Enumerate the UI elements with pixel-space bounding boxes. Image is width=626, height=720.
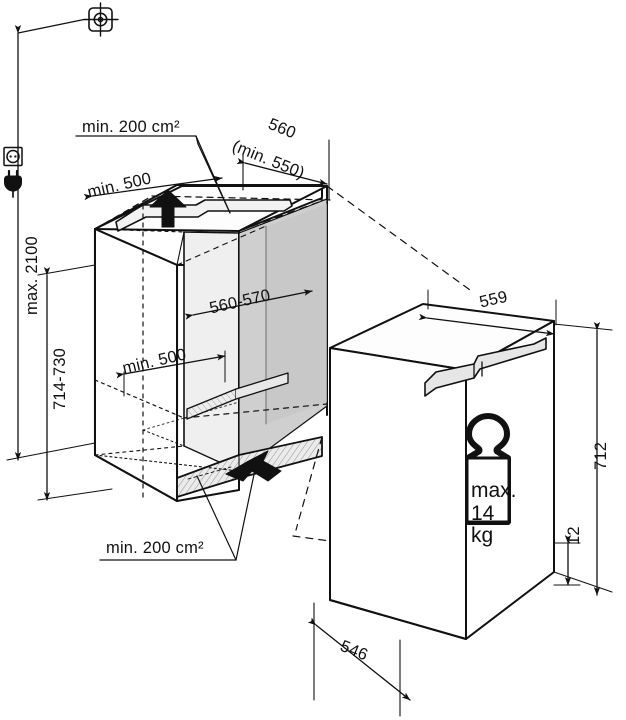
airflow-arrow-icon-bottom <box>225 450 282 482</box>
label-max-height: max. 2100 <box>23 236 41 315</box>
dimension-plinth-gap <box>553 535 581 586</box>
top-ventilation-slot <box>115 199 293 232</box>
dimension-max-height <box>6 25 96 461</box>
label-appliance-height: 712 <box>592 441 610 470</box>
label-vent-bottom: min. 200 cm² <box>106 539 204 557</box>
hidden-edges <box>94 225 267 472</box>
power-socket-icon <box>3 146 23 167</box>
leader-vent-top <box>75 135 231 214</box>
label-max-load-line1: max. <box>471 479 517 502</box>
label-niche-height: 714-730 <box>51 348 69 410</box>
weight-max-load-icon <box>465 413 511 525</box>
dimension-appliance-width <box>418 289 557 337</box>
leader-vent-bottom <box>99 464 257 561</box>
dimension-appliance-depth <box>307 602 411 717</box>
dimension-inner-clearance <box>115 350 226 397</box>
power-plug-icon <box>4 169 22 198</box>
niche-base-rail <box>186 372 289 420</box>
label-max-load-line2: 14 kg <box>471 502 495 548</box>
appliance-handle-recess <box>424 337 547 397</box>
cabinet-interior-panels <box>184 198 328 472</box>
dimension-niche-width <box>184 289 313 320</box>
label-plinth-gap: 12 <box>565 526 583 545</box>
dimension-niche-depth <box>236 139 330 201</box>
dimension-top-clearance <box>83 175 223 201</box>
label-vent-top: min. 200 cm² <box>82 118 180 136</box>
dimension-appliance-height <box>553 322 613 596</box>
crosshair-target-icon <box>83 2 119 37</box>
